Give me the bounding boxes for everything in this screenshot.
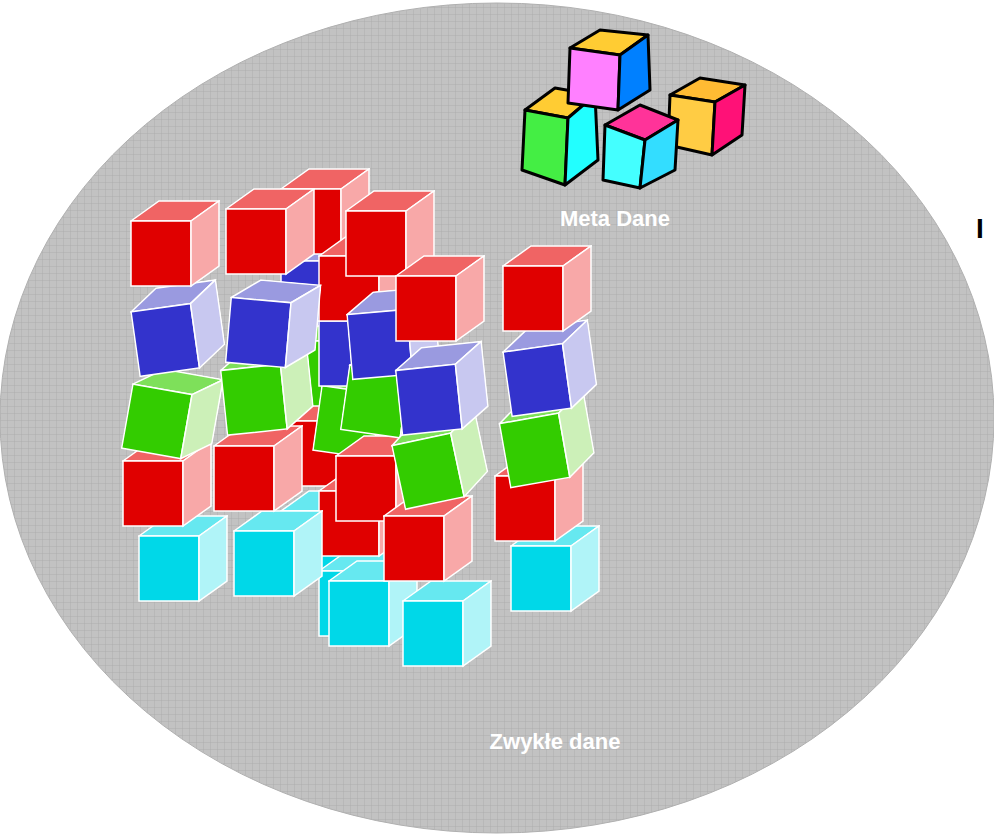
- data-label: Zwykłe dane: [490, 729, 621, 755]
- metadata-label: Meta Dane: [560, 206, 670, 232]
- cut-off-letter: I: [976, 213, 984, 245]
